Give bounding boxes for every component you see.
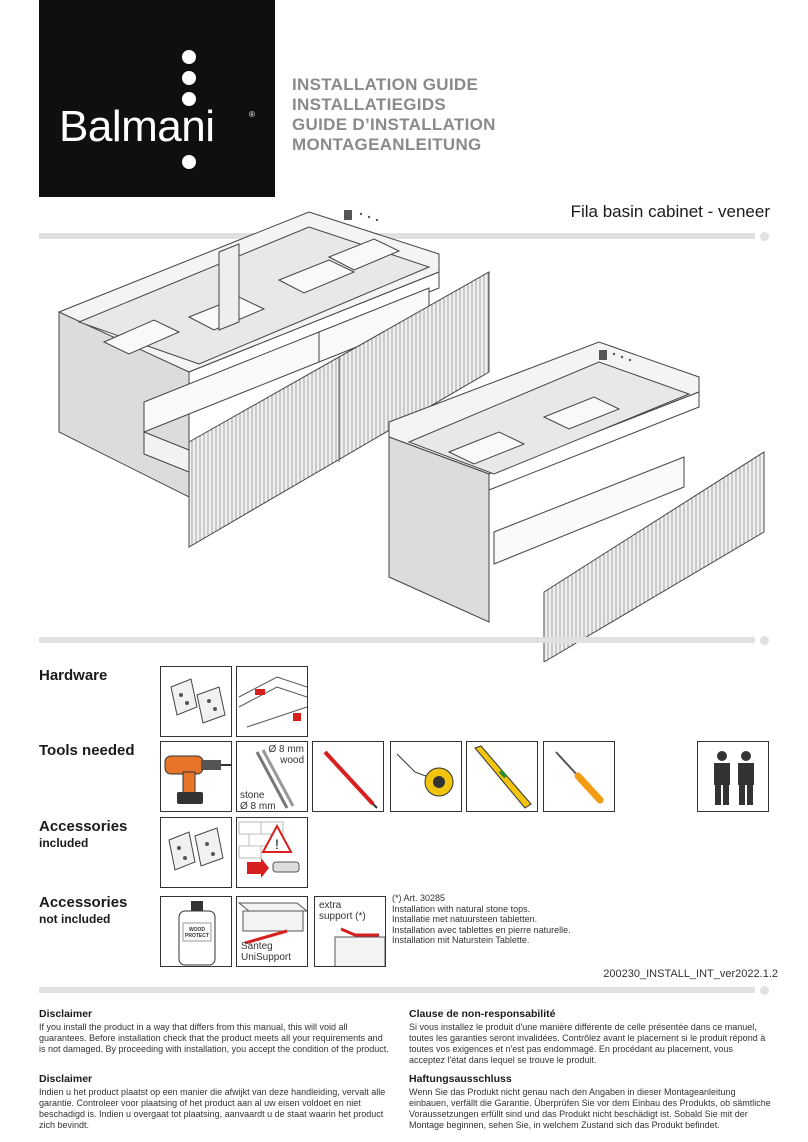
- spirit-level-icon: [474, 745, 532, 809]
- wall-plug-icon: !: [238, 821, 300, 878]
- drill-bit-stone-material: stone: [240, 790, 265, 801]
- extra-support-label: extra support (*): [319, 900, 366, 922]
- guide-titles: INSTALLATION GUIDE INSTALLATIEGIDS GUIDE…: [292, 75, 496, 155]
- drill-bit-stone-label: stone Ø 8 mm: [240, 790, 276, 812]
- accessories-not-included-label: Accessories not included: [39, 894, 127, 926]
- extra-support-line2: support (*): [319, 911, 366, 922]
- tool-drill-tile: [160, 741, 232, 812]
- drill-bit-stone-size: Ø 8 mm: [240, 801, 276, 812]
- divider-dot: [760, 986, 769, 995]
- drill-bit-wood-size: Ø 8 mm: [268, 744, 304, 755]
- drill-icon: [164, 755, 231, 804]
- hardware-brackets-tile: [160, 666, 232, 737]
- wood-protect-tile: WOOD PROTECT: [160, 896, 232, 967]
- disclaimer-de: Haftungsausschluss Wenn Sie das Produkt …: [409, 1073, 771, 1131]
- title-fr: GUIDE D’INSTALLATION: [292, 115, 496, 134]
- santeg-line1: Santeg: [241, 941, 273, 952]
- cabinet-illustration: [58, 210, 765, 662]
- disclaimer-text: If you install the product in a way that…: [39, 1022, 389, 1054]
- disclaimer-title: Disclaimer: [39, 1073, 93, 1085]
- wood-protect-line1: WOOD: [188, 927, 206, 933]
- tool-pencil-tile: [312, 741, 384, 812]
- disclaimer-text: Wenn Sie das Produkt nicht genau nach de…: [409, 1087, 771, 1130]
- title-de: MONTAGEANLEITUNG: [292, 135, 482, 154]
- disclaimer-nl: Disclaimer Indien u het product plaatst …: [39, 1073, 391, 1131]
- note-line: (*) Art. 30285: [392, 893, 446, 903]
- rail-icon: [238, 676, 307, 728]
- support-bracket-icon: [237, 902, 307, 945]
- disclaimer-title: Haftungsausschluss: [409, 1073, 512, 1085]
- disclaimer-text: Si vous installez le produit d'une maniè…: [409, 1022, 766, 1065]
- tool-drill-bits-tile: Ø 8 mm wood stone Ø 8 mm: [236, 741, 308, 812]
- warning-icon: [261, 823, 293, 853]
- logo-dot: [182, 50, 196, 64]
- logo-dot: [182, 92, 196, 106]
- disclaimer-en: Disclaimer If you install the product in…: [39, 1008, 391, 1055]
- version-code: 200230_INSTALL_INT_ver2022.1.2: [603, 968, 778, 980]
- tools-title: Tools needed: [39, 742, 135, 759]
- brand-logo: Balmani ®: [39, 0, 275, 197]
- hardware-label: Hardware: [39, 667, 107, 684]
- bracket-icon: [168, 827, 224, 871]
- accessories-included-title: Accessories: [39, 818, 128, 835]
- tool-screwdriver-tile: [543, 741, 615, 812]
- extra-support-icon: [334, 927, 385, 966]
- accessories-included-label: Accessories included: [39, 818, 127, 850]
- pencil-icon: [323, 750, 378, 809]
- santeg-line2: UniSupport: [241, 952, 292, 963]
- tool-tape-measure-tile: [390, 741, 462, 812]
- disclaimer-text: Indien u het product plaatst op een mani…: [39, 1087, 386, 1130]
- logo-dot: [182, 155, 196, 169]
- logo-text: Balmani: [59, 102, 215, 151]
- note-line: Installation avec tablettes en pierre na…: [392, 924, 571, 935]
- wood-protect-label: WOOD PROTECT: [183, 927, 211, 939]
- logo-registered-mark: ®: [249, 110, 255, 119]
- wood-protect-line2: PROTECT: [185, 933, 209, 939]
- divider: [39, 233, 755, 239]
- two-person-tile: [697, 741, 769, 812]
- logo-dot: [182, 71, 196, 85]
- divider-dot: [760, 232, 769, 241]
- drill-bit-icon: [255, 749, 295, 809]
- accessories-not-included-sub: not included: [39, 912, 111, 926]
- disclaimer-fr: Clause de non-responsabilité Si vous ins…: [409, 1008, 771, 1066]
- accessories-not-included-title: Accessories: [39, 894, 128, 911]
- note-line: Installation mit Naturstein Tablette.: [392, 935, 530, 945]
- product-title: Fila basin cabinet - veneer: [570, 202, 770, 221]
- santeg-unisupport-tile: Santeg UniSupport: [236, 896, 308, 967]
- two-person-icon: [714, 751, 754, 805]
- disclaimer-title: Disclaimer: [39, 1008, 93, 1020]
- divider-dot: [760, 636, 769, 645]
- included-wall-plugs-tile: !: [236, 817, 308, 888]
- note-line: Installatie met natuursteen tabletten.: [392, 914, 538, 924]
- accessories-included-sub: included: [39, 836, 89, 850]
- drill-bit-wood-label: Ø 8 mm wood: [268, 744, 304, 766]
- bracket-icon: [170, 678, 226, 724]
- divider: [39, 987, 755, 993]
- tools-label: Tools needed: [39, 742, 135, 759]
- santeg-label: Santeg UniSupport: [241, 941, 291, 963]
- drill-bit-wood-material: wood: [280, 755, 304, 766]
- stone-top-note: (*) Art. 30285 Installation with natural…: [392, 893, 571, 946]
- extra-support-line1: extra: [319, 900, 342, 911]
- svg-text:!: !: [275, 836, 279, 852]
- hardware-rail-tile: [236, 666, 308, 737]
- title-nl: INSTALLATIEGIDS: [292, 95, 447, 114]
- title-en: INSTALLATION GUIDE: [292, 75, 479, 94]
- tape-measure-icon: [396, 753, 454, 797]
- screwdriver-icon: [555, 751, 604, 804]
- tool-spirit-level-tile: [466, 741, 538, 812]
- disclaimer-title: Clause de non-responsabilité: [409, 1008, 556, 1020]
- bottle-icon: [178, 901, 216, 966]
- divider: [39, 637, 755, 643]
- note-line: Installation with natural stone tops.: [392, 903, 531, 914]
- included-brackets-tile: [160, 817, 232, 888]
- extra-support-tile: extra support (*): [314, 896, 386, 967]
- hardware-title: Hardware: [39, 667, 108, 684]
